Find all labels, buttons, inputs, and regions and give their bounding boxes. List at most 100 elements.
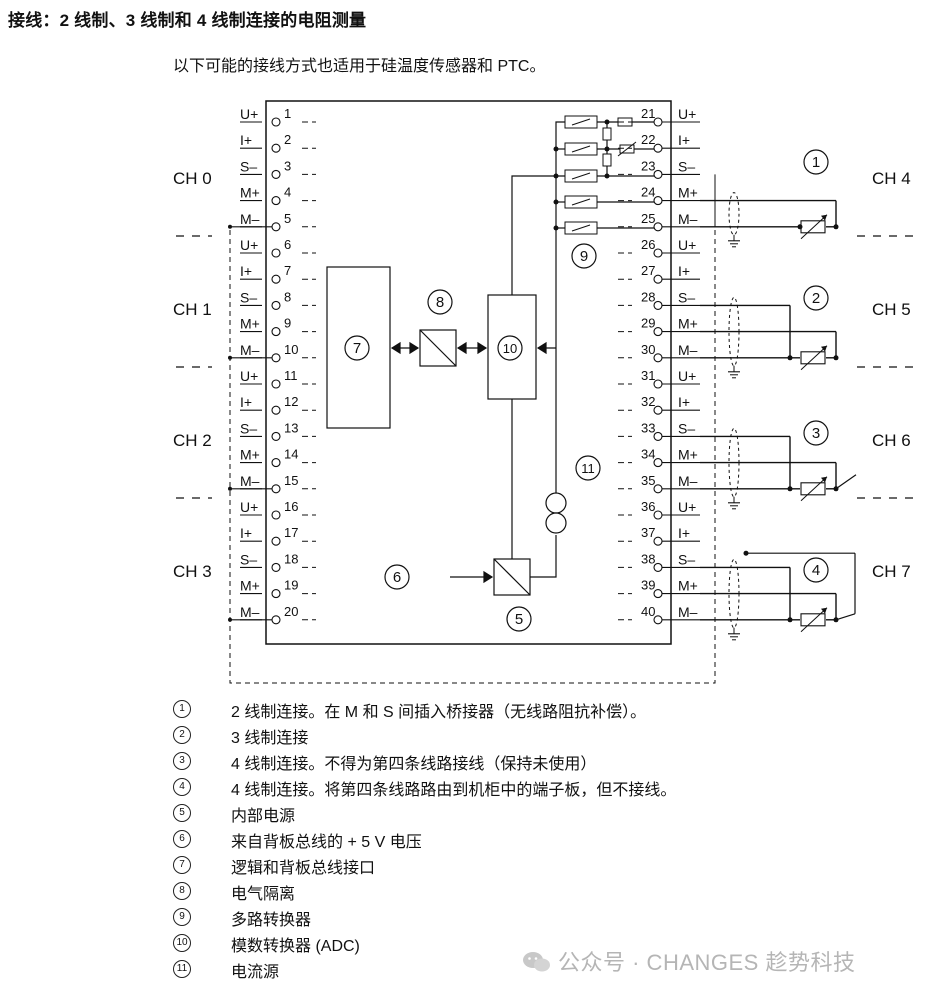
- terminal-contact: [271, 222, 281, 232]
- legend-text: 多路转换器: [231, 912, 312, 929]
- callout-bubble: [803, 285, 829, 311]
- terminal-contact: [271, 353, 281, 363]
- right-terminal-label: M–: [678, 211, 698, 227]
- channel-label-right: CH 7: [872, 562, 911, 581]
- legend-text: 4 线制连接。不得为第四条线路接线（保持未使用）: [231, 756, 597, 773]
- callout-number: 6: [393, 569, 401, 586]
- left-pin-number: 16: [284, 499, 298, 514]
- right-terminal-label: M+: [678, 578, 698, 594]
- terminal-contact: [271, 405, 281, 415]
- callout-bubble: [803, 557, 829, 583]
- isolation-block-8: [419, 329, 457, 367]
- callout-number: 9: [580, 248, 588, 265]
- left-pin-number: 2: [284, 132, 291, 147]
- legend-number: 11: [173, 960, 191, 978]
- terminal-contact: [271, 300, 281, 310]
- page-subtitle: 以下可能的接线方式也适用于硅温度传感器和 PTC。: [173, 58, 546, 75]
- left-terminal-label: S–: [240, 158, 257, 174]
- callout-bubble: [427, 289, 453, 315]
- legend-item: 11 电流源: [173, 958, 813, 984]
- callout-number: 1: [812, 154, 820, 171]
- left-pin-number: 18: [284, 551, 298, 566]
- right-pin-number: 34: [641, 447, 655, 462]
- legend-item: 9 多路转换器: [173, 906, 813, 932]
- module-outline: [265, 100, 672, 645]
- left-terminal-label: I+: [240, 394, 252, 410]
- callout-bubble: [344, 335, 370, 361]
- left-pin-number: 13: [284, 420, 298, 435]
- watermark: 公众号 · CHANGES 趁势科技: [522, 945, 855, 977]
- left-pin-number: 20: [284, 604, 298, 619]
- left-pin-number: 12: [284, 394, 298, 409]
- terminal-contact: [271, 484, 281, 494]
- terminal-contact: [271, 248, 281, 258]
- terminal-contact: [653, 196, 663, 206]
- wechat-icon: [523, 952, 550, 972]
- right-terminal-label: S–: [678, 551, 695, 567]
- terminal-contact: [653, 510, 663, 520]
- channel-label-left: CH 3: [173, 562, 212, 581]
- right-pin-number: 21: [641, 106, 655, 121]
- legend-text: 电流源: [231, 964, 280, 981]
- terminal-contact: [653, 562, 663, 572]
- channel-label-left: CH 0: [173, 169, 212, 188]
- terminal-contact: [271, 458, 281, 468]
- legend-number: 1: [173, 700, 191, 718]
- right-terminal-label: M+: [678, 316, 698, 332]
- callout-number: 7: [353, 340, 361, 357]
- left-pin-number: 1: [284, 106, 291, 121]
- right-pin-number: 23: [641, 158, 655, 173]
- shield-boundary: [229, 230, 716, 684]
- right-pin-number: 38: [641, 551, 655, 566]
- left-pin-number: 5: [284, 211, 291, 226]
- left-terminal-label: M+: [240, 316, 260, 332]
- terminal-contact: [271, 196, 281, 206]
- terminal-contact: [653, 327, 663, 337]
- right-terminal-label: M+: [678, 447, 698, 463]
- callout-bubble: [384, 564, 410, 590]
- terminal-contact: [271, 589, 281, 599]
- right-terminal-label: I+: [678, 132, 690, 148]
- left-pin-number: 7: [284, 263, 291, 278]
- left-pin-number: 11: [284, 368, 298, 383]
- callout-bubble: [506, 606, 532, 632]
- terminal-contact: [653, 431, 663, 441]
- right-terminal-label: S–: [678, 158, 695, 174]
- legend-text: 2 线制连接。在 M 和 S 间插入桥接器（无线路阻抗补偿）。: [231, 704, 647, 721]
- right-pin-number: 33: [641, 420, 655, 435]
- legend-text: 4 线制连接。将第四条线路路由到机柜中的端子板，但不接线。: [231, 782, 677, 799]
- channel-separators: [176, 235, 918, 499]
- left-terminal-label: M+: [240, 578, 260, 594]
- terminal-contact: [653, 222, 663, 232]
- right-terminal-label: M–: [678, 342, 698, 358]
- terminal-contact: [271, 117, 281, 127]
- right-pin-number: 27: [641, 263, 655, 278]
- left-terminal-label: U+: [240, 368, 258, 384]
- terminal-contact: [653, 615, 663, 625]
- legend-number: 5: [173, 804, 191, 822]
- legend-number: 8: [173, 882, 191, 900]
- terminal-contact: [653, 458, 663, 468]
- callout-bubble: [803, 149, 829, 175]
- channel-label-left: CH 1: [173, 300, 212, 319]
- legend-text: 逻辑和背板总线接口: [231, 860, 376, 877]
- right-terminal-label: U+: [678, 499, 696, 515]
- callout-bubble: [497, 335, 523, 361]
- legend-number: 9: [173, 908, 191, 926]
- right-pin-number: 24: [641, 185, 655, 200]
- legend-number: 10: [173, 934, 191, 952]
- right-terminal-label: M–: [678, 473, 698, 489]
- left-terminal-label: I+: [240, 263, 252, 279]
- right-pin-number: 28: [641, 289, 655, 304]
- bus-arrows: [390, 341, 556, 584]
- right-terminal-label: U+: [678, 368, 696, 384]
- legend-number: 4: [173, 778, 191, 796]
- terminal-contact: [653, 379, 663, 389]
- channel-labels: CH 0CH 1CH 2CH 3CH 4CH 5CH 6CH 7: [173, 169, 911, 622]
- right-terminal-label: I+: [678, 263, 690, 279]
